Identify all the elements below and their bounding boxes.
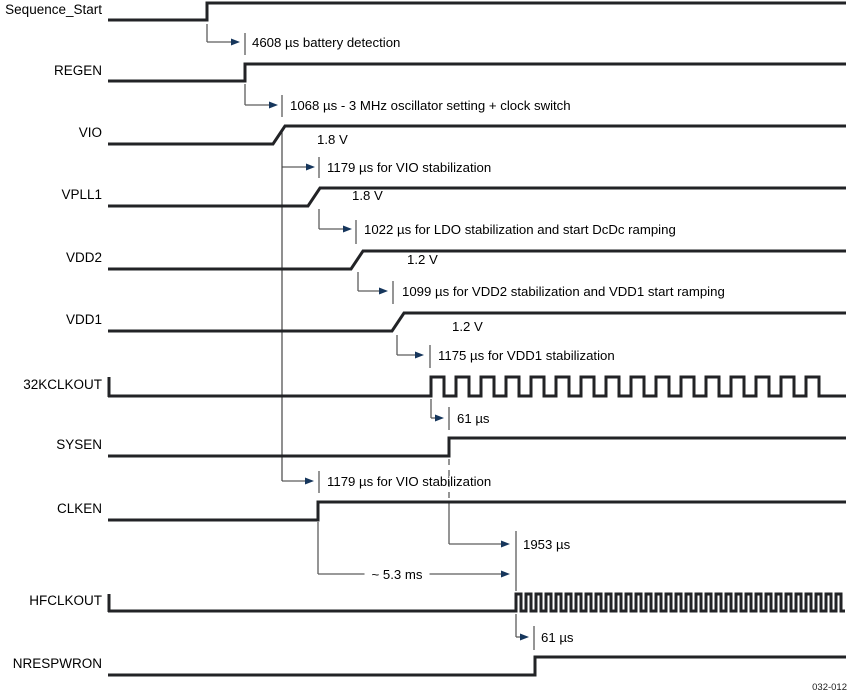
signal-label-vpll1: VPLL1 <box>61 187 102 202</box>
timing-annotation-battery-detection: 4608 µs battery detection <box>252 35 401 50</box>
level-label-vdd1-1v2: 1.2 V <box>452 319 483 334</box>
level-label-vdd2-1v2: 1.2 V <box>407 252 438 267</box>
signal-label-32kclkout: 32KCLKOUT <box>23 376 102 392</box>
timing-annotation-vdd2-stabilization: 1099 µs for VDD2 stabilization and VDD1 … <box>402 284 725 299</box>
signal-label-vdd2: VDD2 <box>65 250 102 265</box>
timing-annotation-vdd1-stabilization: 1175 µs for VDD1 stabilization <box>438 348 615 363</box>
signal-label-clken: CLKEN <box>56 501 102 516</box>
timing-annotation-1953us: 1953 µs <box>523 537 571 552</box>
timing-annotation-61us-32k: 61 µs <box>457 411 490 426</box>
signal-label-regen: REGEN <box>53 62 102 78</box>
signal-label-nrespwron: NRESPWRON <box>12 656 102 671</box>
timing-annotation-vio-stabilization-2: 1179 µs for VIO stabilization <box>327 474 492 489</box>
timing-annotation-oscillator-setting: 1068 µs - 3 MHz oscillator setting + clo… <box>290 98 571 113</box>
timing-annotation-61us-hfclk: 61 µs <box>541 630 574 645</box>
signal-label-hfclkout: HFCLKOUT <box>29 592 102 608</box>
timing-annotation-vio-stabilization: 1179 µs for VIO stabilization <box>327 160 492 175</box>
level-label-vpll1-1v8: 1.8 V <box>352 188 383 203</box>
timing-annotation-5-3ms: ~ 5.3 ms <box>364 566 430 584</box>
signal-label-vdd1: VDD1 <box>65 312 102 327</box>
signal-label-sequence-start: Sequence_Start <box>5 1 102 17</box>
timing-annotation-ldo-stabilization: 1022 µs for LDO stabilization and start … <box>364 222 676 237</box>
signal-label-vio: VIO <box>78 125 102 140</box>
figure-id: 032-012 <box>812 682 847 693</box>
level-label-vio-1v8: 1.8 V <box>317 132 348 147</box>
signal-label-sysen: SYSEN <box>56 437 102 452</box>
